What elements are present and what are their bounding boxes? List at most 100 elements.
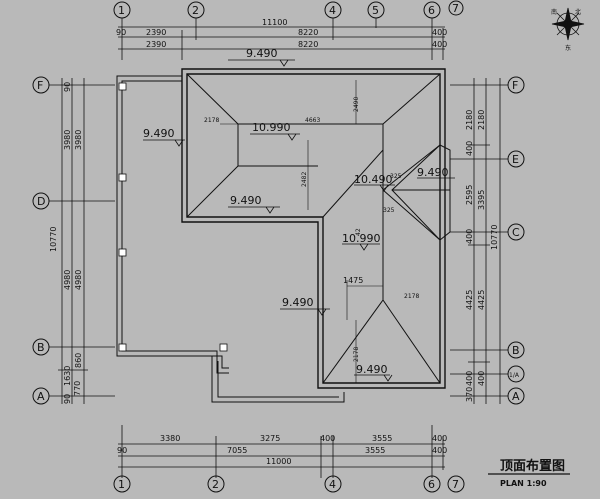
dim-left-90a: 90 [63, 82, 72, 92]
axis-right-A: A [512, 390, 520, 403]
dim-top2-8220: 8220 [298, 40, 318, 49]
elevation-label: 10.490 [354, 173, 393, 186]
dim-right-2595: 2595 [465, 185, 474, 205]
dim-bottom-400b: 400 [432, 434, 447, 443]
dim-top-400: 400 [432, 28, 447, 37]
dim-bottom-3555b: 3555 [365, 446, 385, 455]
interior-dim: 2490 [353, 97, 360, 112]
elevation-label: 9.490 [246, 47, 278, 60]
dim-bottom-90: 90 [117, 446, 127, 455]
axis-top-4: 4 [329, 4, 336, 17]
interior-dim-lines [220, 80, 383, 383]
elevation-label: 9.490 [356, 363, 388, 376]
dim-left-total: 10770 [49, 227, 58, 252]
compass-north: 北 [575, 8, 581, 16]
interior-dim: 325 [390, 173, 402, 180]
dim-right-400c: 400 [465, 371, 474, 386]
axis-right-1A: 1/A [509, 372, 520, 379]
left-axis-bubbles [32, 76, 50, 405]
top-axis-bubbles [113, 0, 464, 19]
dim-top-total: 11100 [262, 18, 287, 27]
dim-left-770: 770 [73, 381, 82, 396]
dim-top-8220: 8220 [298, 28, 318, 37]
dim-top2-2390: 2390 [146, 40, 166, 49]
axis-left-B: B [37, 341, 45, 354]
axis-top-1: 1 [118, 4, 125, 17]
roof-hips [186, 73, 441, 384]
dim-bottom-3380: 3380 [160, 434, 180, 443]
top-dimension-lines [118, 18, 445, 60]
terrace-posts [118, 82, 228, 352]
bottom-axis-bubbles [113, 475, 465, 493]
terrace-parapet [116, 75, 345, 403]
axis-top-2: 2 [192, 4, 199, 17]
bottom-dimension-lines [118, 425, 445, 478]
dim-right-3395: 3395 [477, 190, 486, 210]
axis-left-A: A [37, 390, 45, 403]
axis-bottom-4: 4 [329, 478, 336, 491]
left-dimension-lines [49, 78, 115, 404]
interior-dim: 2482 [301, 172, 308, 187]
interior-dim: 2178 [204, 117, 219, 124]
dormer [391, 144, 451, 241]
dim-left-3980a: 3980 [63, 130, 72, 150]
dim-bottom-400a: 400 [320, 434, 335, 443]
axis-bottom-2: 2 [212, 478, 219, 491]
compass-east: 东 [565, 44, 571, 52]
dim-left-3980b: 3980 [74, 130, 83, 150]
dim-right-2180a: 2180 [465, 110, 474, 130]
dim-right-370: 370 [465, 387, 474, 402]
interior-dim: 2178 [404, 293, 419, 300]
elevation-label: 9.490 [417, 166, 449, 179]
dim-right-2180b: 2180 [477, 110, 486, 130]
elevation-label: 9.490 [143, 127, 175, 140]
elevation-label: 10.990 [252, 121, 291, 134]
dim-right-4425b: 4425 [477, 290, 486, 310]
dim-bottom-3275: 3275 [260, 434, 280, 443]
dim-bottom-7055: 7055 [227, 446, 247, 455]
dim-right-400d: 400 [477, 371, 486, 386]
axis-left-D: D [37, 195, 45, 208]
dim-bottom-400c: 400 [432, 446, 447, 455]
dim-right-total: 10770 [490, 225, 499, 250]
dim-right-400a: 400 [465, 141, 474, 156]
axis-left-F: F [37, 79, 43, 92]
axis-right-E: E [512, 153, 519, 166]
drawing-scale: PLAN 1:90 [500, 479, 547, 488]
elevation-label: 9.490 [282, 296, 314, 309]
dim-left-1630: 1630 [63, 366, 72, 386]
interior-dim: 4663 [305, 117, 320, 124]
right-dimension-lines [450, 78, 508, 404]
dim-left-4980b: 4980 [74, 270, 83, 290]
dim-left-860: 860 [74, 353, 83, 368]
dim-right-4425a: 4425 [465, 290, 474, 310]
axis-right-B: B [512, 344, 520, 357]
compass-icon [551, 7, 585, 41]
axis-top-7: 7 [452, 2, 459, 15]
dim-top-2390: 2390 [146, 28, 166, 37]
axis-bottom-6: 6 [428, 478, 435, 491]
dim-bottom-3555a: 3555 [372, 434, 392, 443]
compass-south: 南 [551, 8, 557, 16]
axis-top-6: 6 [428, 4, 435, 17]
interior-dim: 325 [383, 207, 395, 214]
dim-top2-400: 400 [432, 40, 447, 49]
axis-right-C: C [512, 226, 520, 239]
elevation-label: 9.490 [230, 194, 262, 207]
axis-bottom-1: 1 [118, 478, 125, 491]
axis-right-F: F [512, 79, 518, 92]
dim-right-400b: 400 [465, 229, 474, 244]
dim-top-90: 90 [116, 28, 126, 37]
dim-bottom-total: 11000 [266, 457, 291, 466]
interior-dim: 42 [355, 228, 362, 236]
drawing-title: 顶面布置图 [500, 458, 565, 474]
dim-left-4980a: 4980 [63, 270, 72, 290]
elevation-leaders [143, 59, 455, 382]
interior-dim: 1475 [343, 276, 363, 285]
axis-top-5: 5 [372, 4, 379, 17]
interior-dim: 2178 [353, 347, 360, 362]
elevation-label: 10.990 [342, 232, 381, 245]
dim-left-90b: 90 [63, 394, 72, 404]
axis-bottom-7: 7 [452, 478, 459, 491]
